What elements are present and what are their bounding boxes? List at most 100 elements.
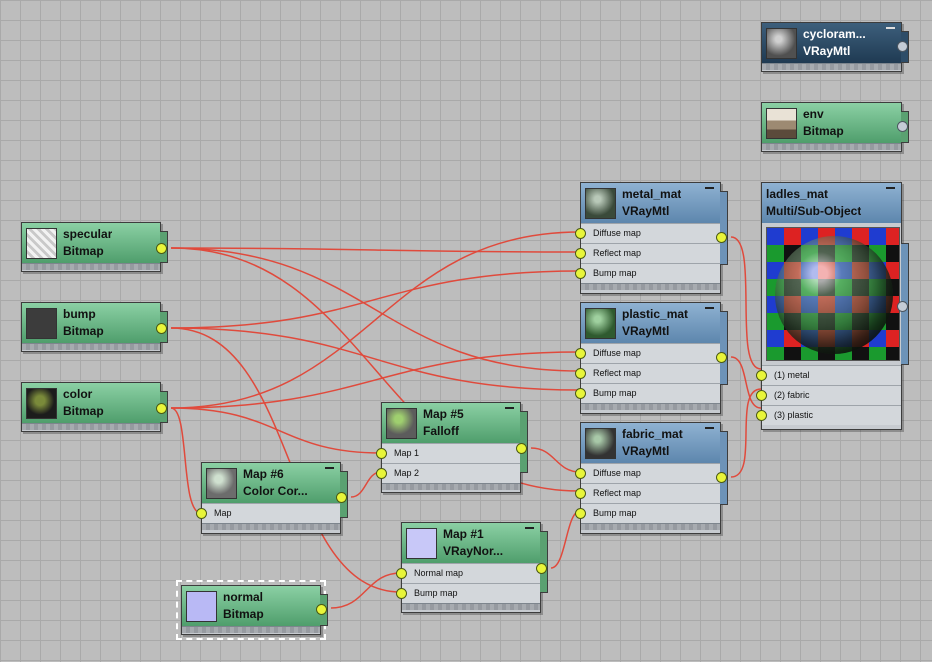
wire-color-map6 xyxy=(170,407,202,514)
map5-thumbnail xyxy=(386,407,417,439)
input-slot-reflect-map[interactable]: Reflect map xyxy=(575,243,720,263)
input-port[interactable] xyxy=(396,588,407,599)
node-specular[interactable]: specular Bitmap xyxy=(21,222,168,272)
wire-map5-fabric-diffuse xyxy=(530,447,581,473)
input-slot-bump-map[interactable]: Bump map xyxy=(575,383,720,403)
wire-normal-map1-normal xyxy=(330,572,402,609)
input-port[interactable] xyxy=(756,390,767,401)
node-title: cycloram... xyxy=(803,27,866,41)
input-port[interactable] xyxy=(575,348,586,359)
input-slot-diffuse-map[interactable]: Diffuse map xyxy=(575,343,720,363)
node-bump[interactable]: bump Bitmap xyxy=(21,302,168,352)
output-port[interactable] xyxy=(156,403,167,414)
output-port[interactable] xyxy=(156,243,167,254)
output-tab xyxy=(720,191,728,265)
input-port[interactable] xyxy=(396,568,407,579)
output-port[interactable] xyxy=(716,352,727,363)
node-type: Multi/Sub-Object xyxy=(766,204,862,218)
input-port[interactable] xyxy=(756,410,767,421)
node-footer xyxy=(202,523,340,530)
input-slot-reflect-map[interactable]: Reflect map xyxy=(575,483,720,503)
specular-thumbnail xyxy=(26,227,57,259)
input-slot-fabric[interactable]: (2) fabric xyxy=(756,385,901,405)
wire-map1-fabric-bump xyxy=(550,510,581,569)
input-port[interactable] xyxy=(756,370,767,381)
input-slot-diffuse-map[interactable]: Diffuse map xyxy=(575,223,720,243)
input-port[interactable] xyxy=(575,368,586,379)
node-color[interactable]: color Bitmap xyxy=(21,382,168,432)
wire-fabric-ladles-2 xyxy=(730,388,762,478)
output-tab xyxy=(720,431,728,505)
input-port[interactable] xyxy=(575,508,586,519)
minimize-icon[interactable] xyxy=(705,307,714,309)
node-map1[interactable]: Map #1 VRayNor... Normal map Bump map xyxy=(396,522,548,613)
node-plastic-mat[interactable]: plastic_mat VRayMtl Diffuse map Reflect … xyxy=(575,302,728,414)
input-slot-bump-map[interactable]: Bump map xyxy=(396,583,540,603)
input-port[interactable] xyxy=(575,228,586,239)
output-port[interactable] xyxy=(336,492,347,503)
node-map5[interactable]: Map #5 Falloff Map 1 Map 2 xyxy=(376,402,528,493)
node-cyclorama[interactable]: cycloram... VRayMtl xyxy=(761,22,909,72)
node-type: VRayMtl xyxy=(622,204,670,218)
node-normal[interactable]: normal Bitmap xyxy=(176,580,328,640)
output-port[interactable] xyxy=(716,232,727,243)
node-title: bump xyxy=(63,307,96,321)
color-thumbnail xyxy=(26,387,57,419)
input-slot-map[interactable]: Map xyxy=(196,503,340,523)
input-port[interactable] xyxy=(575,388,586,399)
plastic-mat-thumbnail xyxy=(585,307,616,339)
input-port[interactable] xyxy=(196,508,207,519)
input-port[interactable] xyxy=(376,468,387,479)
output-port[interactable] xyxy=(716,472,727,483)
minimize-icon[interactable] xyxy=(525,527,534,529)
node-title: Map #6 xyxy=(243,467,284,481)
output-port[interactable] xyxy=(897,301,908,312)
minimize-icon[interactable] xyxy=(886,187,895,189)
output-port[interactable] xyxy=(536,563,547,574)
node-ladles-mat[interactable]: ladles_mat Multi/Sub-Object (1) metal (2… xyxy=(756,182,909,430)
wire-specular-metal-reflect xyxy=(170,247,581,253)
node-title: metal_mat xyxy=(622,187,682,201)
input-port[interactable] xyxy=(575,248,586,259)
output-port[interactable] xyxy=(316,604,327,615)
input-slot-map2[interactable]: Map 2 xyxy=(376,463,520,483)
wire-plastic-ladles-3 xyxy=(730,356,762,409)
input-slot-bump-map[interactable]: Bump map xyxy=(575,503,720,523)
input-slot-metal[interactable]: (1) metal xyxy=(756,365,901,385)
input-port[interactable] xyxy=(575,468,586,479)
node-footer xyxy=(581,283,720,290)
node-metal-mat[interactable]: metal_mat VRayMtl Diffuse map Reflect ma… xyxy=(575,182,728,294)
node-type: Bitmap xyxy=(63,244,104,258)
minimize-icon[interactable] xyxy=(705,187,714,189)
input-port[interactable] xyxy=(376,448,387,459)
input-port[interactable] xyxy=(575,268,586,279)
node-map6[interactable]: Map #6 Color Cor... Map xyxy=(196,462,348,534)
node-title: env xyxy=(803,107,824,121)
input-slot-normal-map[interactable]: Normal map xyxy=(396,563,540,583)
minimize-icon[interactable] xyxy=(705,427,714,429)
wire-bump-plastic-bump xyxy=(170,327,581,391)
minimize-icon[interactable] xyxy=(886,27,895,29)
output-port[interactable] xyxy=(897,121,908,132)
input-slot-bump-map[interactable]: Bump map xyxy=(575,263,720,283)
input-slot-reflect-map[interactable]: Reflect map xyxy=(575,363,720,383)
minimize-icon[interactable] xyxy=(325,467,334,469)
input-slot-map1[interactable]: Map 1 xyxy=(376,443,520,463)
output-port[interactable] xyxy=(897,41,908,52)
normal-thumbnail xyxy=(186,590,217,622)
node-type: VRayMtl xyxy=(622,324,670,338)
output-port[interactable] xyxy=(156,323,167,334)
output-port[interactable] xyxy=(516,443,527,454)
map6-thumbnail xyxy=(206,467,237,499)
env-thumbnail xyxy=(766,107,797,139)
node-title: fabric_mat xyxy=(622,427,683,441)
node-env[interactable]: env Bitmap xyxy=(761,102,909,152)
input-slot-plastic[interactable]: (3) plastic xyxy=(756,405,901,425)
node-footer xyxy=(182,626,320,633)
input-slot-diffuse-map[interactable]: Diffuse map xyxy=(575,463,720,483)
input-port[interactable] xyxy=(575,488,586,499)
node-fabric-mat[interactable]: fabric_mat VRayMtl Diffuse map Reflect m… xyxy=(575,422,728,534)
minimize-icon[interactable] xyxy=(505,407,514,409)
output-tab xyxy=(520,411,528,473)
